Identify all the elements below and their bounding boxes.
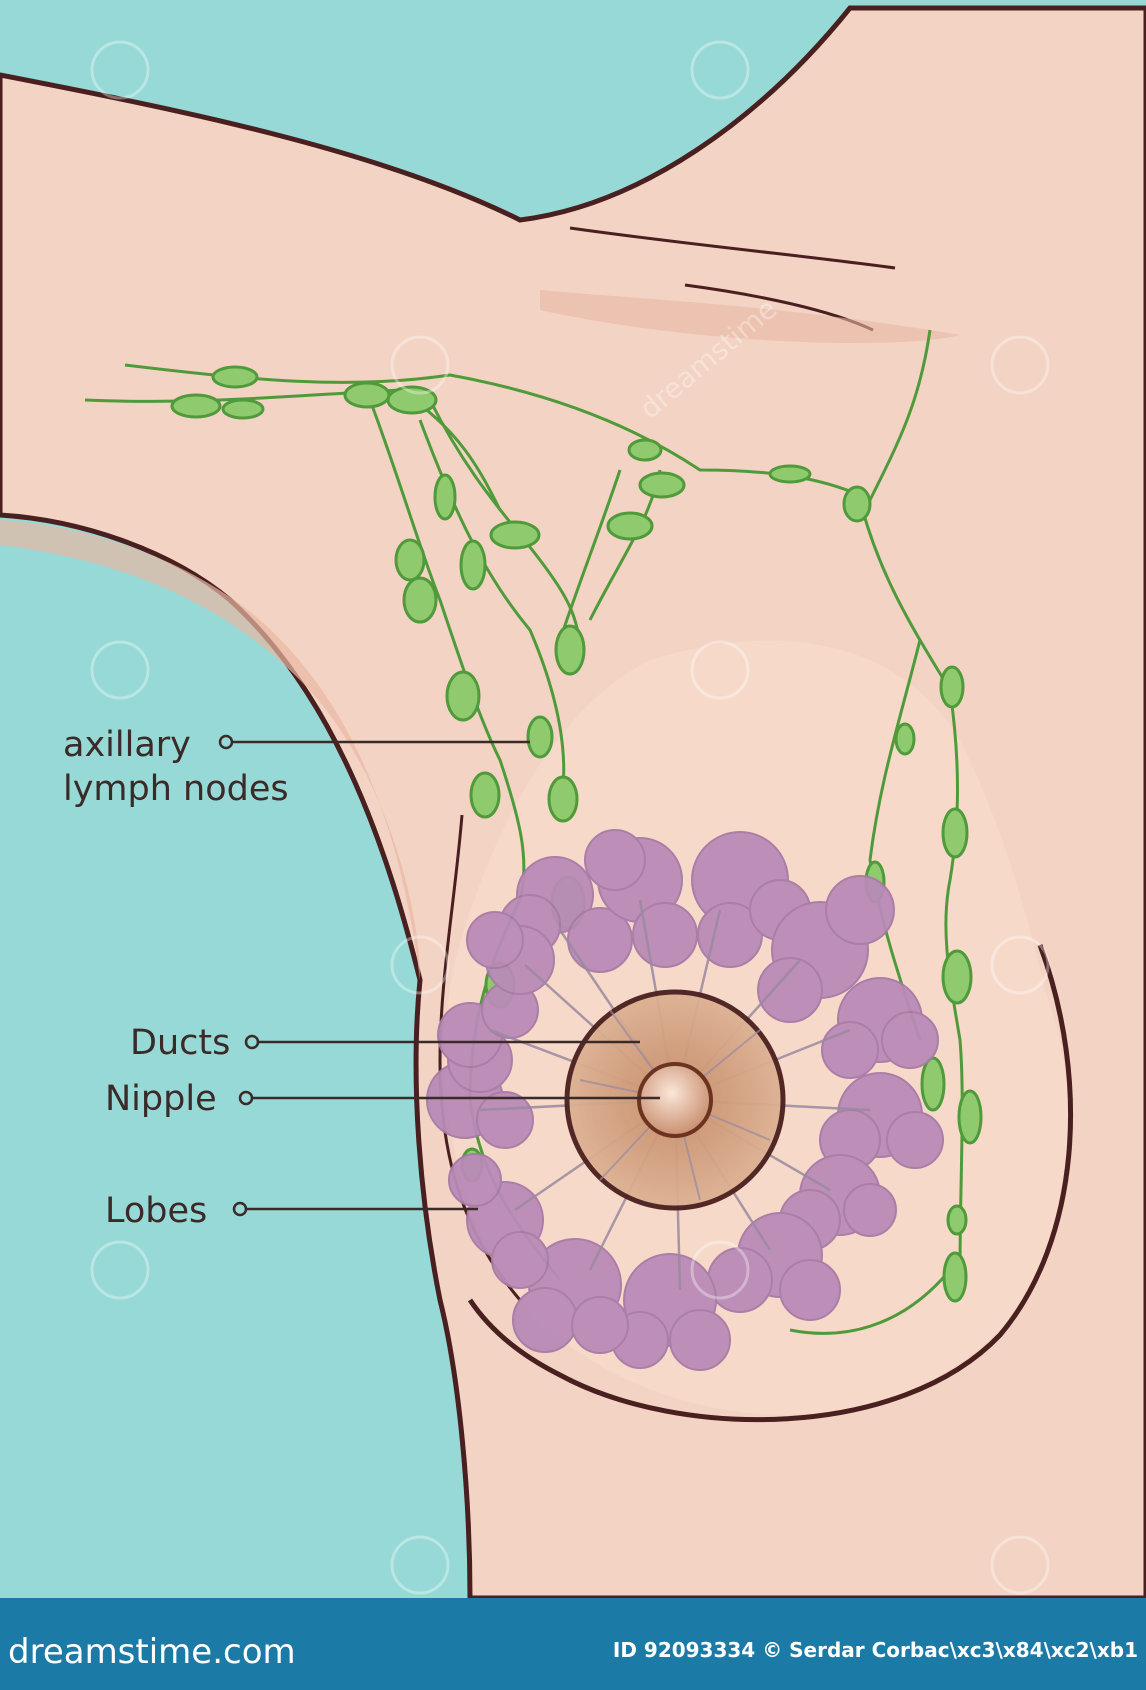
armpit-crease: [569, 226, 896, 270]
ducts-label: Ducts: [130, 1023, 230, 1063]
nipple-label: Nipple: [105, 1079, 217, 1119]
lobes-label: Lobes: [105, 1191, 207, 1231]
watermark: [90, 40, 1050, 1595]
nipple: [637, 1062, 713, 1138]
breast-underline: [467, 944, 1073, 1423]
footer-brand: dreamstime.com: [8, 1632, 296, 1672]
lymph-nodes: [170, 365, 983, 1303]
footer-bar: [0, 1598, 1146, 1690]
leader-lines: [218, 734, 660, 1217]
footer-credit: ID 92093334 © Serdar Corbac\xc3\x84\xc2\…: [613, 1638, 1138, 1662]
axillary-label-line2: lymph nodes: [63, 769, 289, 809]
axillary-label-line1: axillary: [63, 725, 191, 765]
lobes: [426, 829, 944, 1371]
armpit-shadow: [540, 290, 960, 343]
